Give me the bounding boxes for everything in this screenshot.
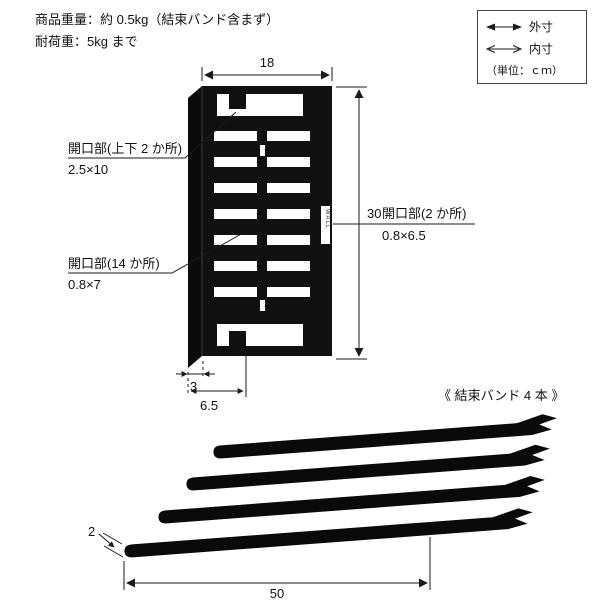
inner-dim-arrow-icon [486,44,522,53]
panel-graphic [188,86,332,368]
dim-width-18: 18 [259,55,275,70]
product-weight-text: 商品重量：約 0.5kg（結束バンド含まず） [35,12,280,27]
side-opening [321,206,330,244]
top-opening-label: 開口部(上下 2 か所) [68,141,183,156]
dim-bottom-6-5: 6.5 [200,398,219,413]
cable-tie-4 [124,508,533,558]
top-hook-tab [229,94,246,109]
center-notch-top [260,145,265,156]
cable-tie-2 [186,444,550,491]
outer-dim-label: 外寸 [529,20,554,34]
legend-row-outer: 外寸 [486,18,578,35]
outer-dim-arrow-icon [486,23,522,30]
dimension-lines [68,67,475,397]
inner-dim-label: 内寸 [529,42,554,56]
unit-label: （単位：ｃｍ） [486,65,563,77]
legend-row-inner: 内寸 [486,40,578,57]
center-notch-bottom [260,300,265,311]
panel-front [202,86,332,356]
middle-opening-size: 0.8×7 [68,277,101,292]
cable-tie-3 [158,475,545,524]
dimension-legend: 外寸 内寸 （単位：ｃｍ） [477,10,587,84]
middle-slots [214,131,310,297]
dim-height-30: 30 [367,206,382,221]
dim-strap-length-50: 50 [269,586,285,600]
panel-flange [188,86,202,368]
side-opening-size: 0.8×6.5 [382,228,426,243]
top-opening-size: 2.5×10 [68,162,109,177]
bottom-hook-tab [229,331,246,346]
strap-dimension-lines [98,532,431,590]
load-capacity-text: 耐荷重：5kg まで [35,34,138,49]
cable-tie-1 [213,414,557,459]
side-opening-label: 開口部(2 か所) [382,206,467,221]
dim-flange-3: 3 [190,379,198,394]
cable-ties-title: 《 結束バンド 4 本 》 [438,388,565,403]
cable-ties-group [124,414,557,558]
middle-opening-label: 開口部(14 か所) [68,256,160,271]
wall-print-text: WALL [324,209,330,230]
dim-strap-width-2: 2 [88,524,96,539]
